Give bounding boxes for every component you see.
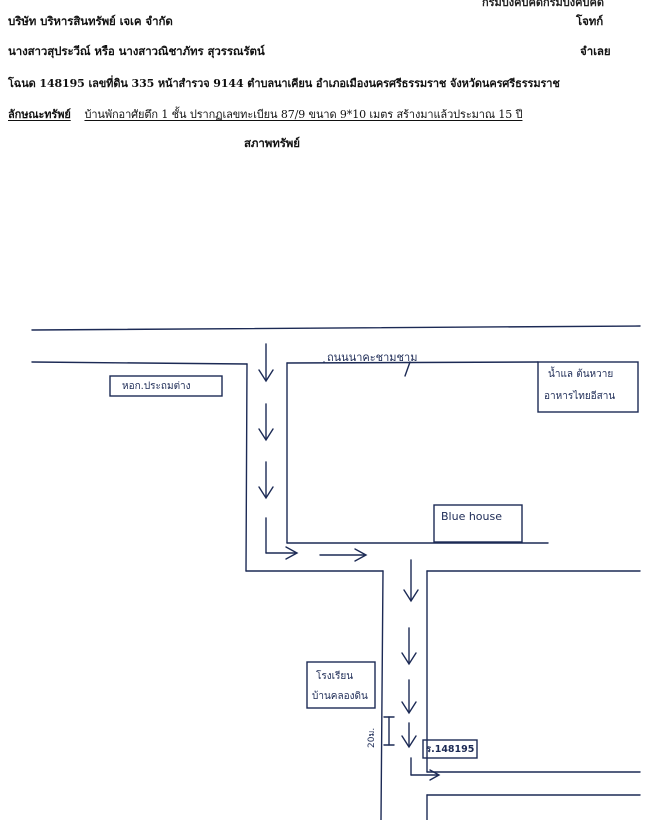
road-edge	[245, 363, 248, 572]
map-top-line	[31, 325, 641, 331]
distance-label: 20ม.	[367, 727, 377, 748]
defendant-label: จำเลย	[580, 44, 611, 58]
right-box-label-1: น้ำแล ต้นหวาย	[548, 369, 614, 380]
property-condition: สภาพทรัพย์	[244, 136, 300, 150]
down-arrow-icon	[401, 679, 417, 715]
left-box-label: หอก.ประถมต่าง	[122, 381, 191, 392]
down-arrow-icon	[258, 403, 274, 442]
road-edge	[286, 361, 539, 364]
distance-marker	[383, 716, 395, 746]
plot-outline	[422, 739, 478, 759]
school-label-2: บ้านคลองดิน	[312, 691, 368, 702]
right-arrow-icon	[319, 548, 368, 562]
down-arrow-icon	[401, 722, 417, 749]
road-label: ถนนนาคะชามชาม	[327, 351, 418, 364]
down-arrow-icon	[401, 627, 417, 666]
right-box-outline	[537, 361, 639, 413]
property-line: ลักษณะทรัพย์ บ้านพักอาศัยตึก 1 ชั้น ปราก…	[8, 105, 523, 123]
turn-right-arrow-icon	[265, 517, 299, 560]
property-label: ลักษณะทรัพย์	[8, 108, 71, 121]
down-arrow-icon	[258, 461, 274, 500]
school-label-1: โรงเรียน	[316, 671, 354, 682]
road-label-tick	[404, 361, 411, 377]
turn-right-arrow-icon	[410, 757, 441, 781]
cut-header-text: กรมบังคับคดีกรมบังคับคดี	[481, 0, 604, 9]
right-box-label-2: อาหารไทยอีสาน	[544, 391, 616, 402]
property-description: บ้านพักอาศัยตึก 1 ชั้น ปรากฏเลขทะเบียน 8…	[84, 108, 523, 121]
road-edge	[380, 570, 384, 820]
plot-label: ร.148195	[426, 744, 475, 755]
deed-line: โฉนด 148195 เลขที่ดิน 335 หน้าสำรวจ 9144…	[8, 77, 560, 90]
left-box-outline	[109, 375, 223, 397]
blue-house-label: Blue house	[441, 510, 503, 523]
road-edge	[31, 361, 248, 365]
down-arrow-icon	[258, 343, 274, 383]
down-arrow-icon	[403, 559, 419, 603]
blue-house-outline	[433, 504, 523, 543]
plaintiff-label: โจทก์	[576, 14, 604, 28]
defendant-names: นางสาวสุประวีณ์ หรือ นางสาวณิชาภัทร สุวร…	[8, 44, 265, 58]
school-outline	[306, 661, 376, 709]
company-name: บริษัท บริหารสินทรัพย์ เจเค จำกัด	[8, 14, 173, 28]
